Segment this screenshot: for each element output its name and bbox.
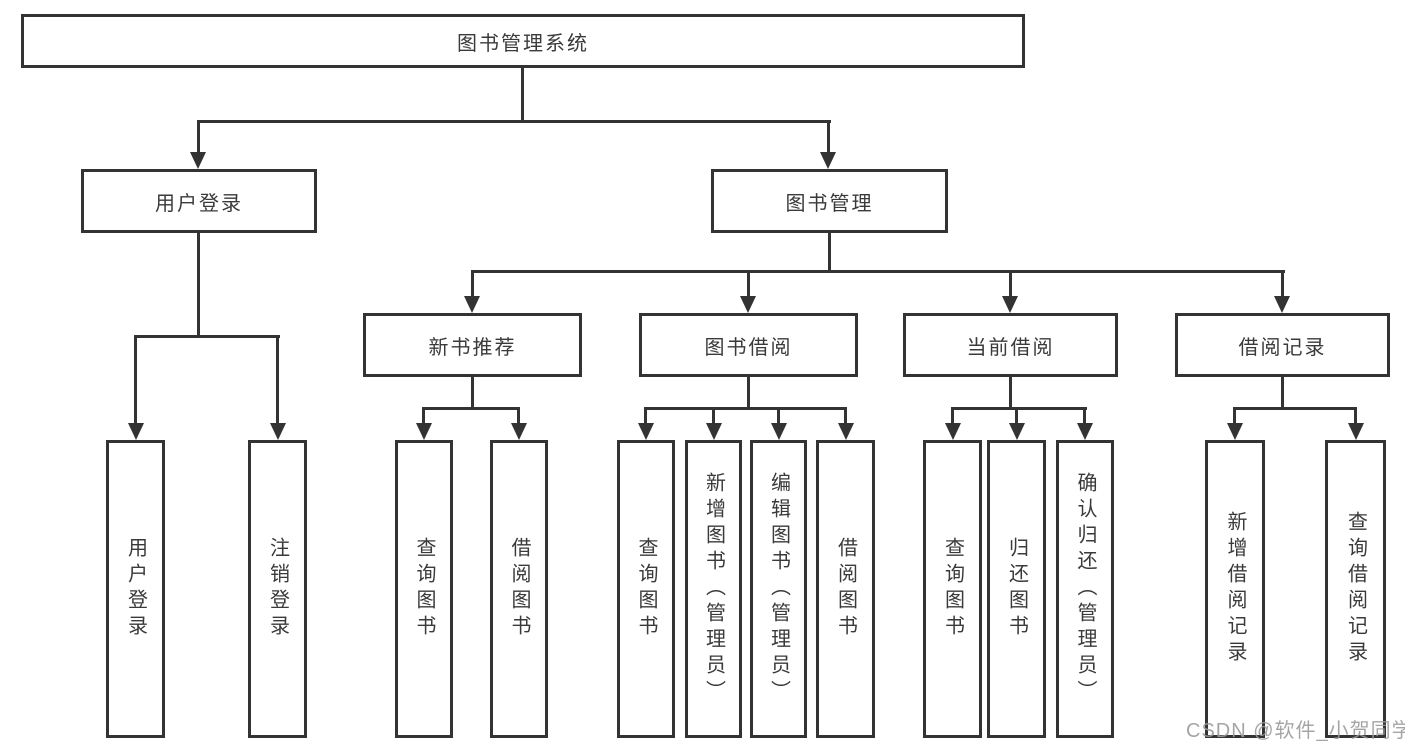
leaf-query-book-borrow-label: 查询图书 <box>635 537 657 641</box>
leaf-borrow-book-recommend-label: 借阅图书 <box>508 537 530 641</box>
leaf-query-book-current: 查询图书 <box>923 440 982 738</box>
node-book-management-label: 图书管理 <box>785 192 874 215</box>
connector-leaf-stem <box>134 335 137 425</box>
connector-root-stem <box>521 68 524 122</box>
node-book-management: 图书管理 <box>711 169 948 233</box>
node-borrow-record: 借阅记录 <box>1175 313 1390 377</box>
leaf-return-book-label: 归还图书 <box>1005 537 1028 641</box>
connector-root-rail <box>197 120 831 123</box>
arrowhead-icon <box>1002 296 1018 313</box>
arrowhead-icon <box>1227 423 1243 440</box>
arrowhead-icon <box>416 423 432 440</box>
watermark: CSDN @软件_小贺同学 <box>1186 720 1405 742</box>
connector-leaf-stem <box>712 407 715 424</box>
leaf-borrow-book-recommend: 借阅图书 <box>490 440 548 738</box>
leaf-query-borrow-record: 查询借阅记录 <box>1325 440 1386 738</box>
node-root: 图书管理系统 <box>21 14 1025 68</box>
connector-book-borrow-rail <box>645 407 847 410</box>
connector-level3-rail <box>471 270 1285 273</box>
leaf-query-book-recommend: 查询图书 <box>395 440 453 738</box>
connector-user-login-rail <box>134 335 280 338</box>
leaf-confirm-return-admin-label: 确认归还（管理员） <box>1074 472 1096 706</box>
connector-new-book-down <box>471 377 474 409</box>
connector-new-book-rail <box>423 407 520 410</box>
arrowhead-icon <box>740 296 756 313</box>
connector-user-login-stem <box>197 120 200 154</box>
arrowhead-icon <box>838 423 854 440</box>
connector-leaf-stem <box>951 407 954 424</box>
connector-leaf-stem <box>1354 407 1357 424</box>
node-new-book-recommend: 新书推荐 <box>363 313 582 377</box>
leaf-edit-book-admin: 编辑图书（管理员） <box>750 440 807 738</box>
arrowhead-icon <box>706 423 722 440</box>
connector-level3-stem <box>1009 270 1012 297</box>
node-current-borrow: 当前借阅 <box>903 313 1118 377</box>
leaf-logout: 注销登录 <box>248 440 307 738</box>
connector-book-management-down <box>828 233 831 272</box>
leaf-add-borrow-record: 新增借阅记录 <box>1205 440 1265 738</box>
node-user-login: 用户登录 <box>81 169 317 233</box>
connector-level3-stem <box>1281 270 1284 297</box>
connector-borrow-record-down <box>1281 377 1284 409</box>
leaf-add-borrow-record-label: 新增借阅记录 <box>1224 511 1246 667</box>
arrowhead-icon <box>464 296 480 313</box>
connector-current-borrow-rail <box>951 407 1087 410</box>
arrowhead-icon <box>1348 423 1364 440</box>
connector-borrow-record-rail <box>1233 407 1357 410</box>
leaf-add-book-admin: 新增图书（管理员） <box>685 440 742 738</box>
arrowhead-icon <box>128 423 144 440</box>
connector-leaf-stem <box>517 407 520 424</box>
arrowhead-icon <box>270 423 286 440</box>
connector-current-borrow-down <box>1009 377 1012 409</box>
connector-book-borrow-down <box>747 377 750 409</box>
arrowhead-icon <box>820 152 836 169</box>
leaf-return-book: 归还图书 <box>987 440 1046 738</box>
connector-leaf-stem <box>1083 407 1086 424</box>
node-book-borrow: 图书借阅 <box>639 313 858 377</box>
arrowhead-icon <box>1009 423 1025 440</box>
arrowhead-icon <box>1274 296 1290 313</box>
arrowhead-icon <box>945 423 961 440</box>
node-borrow-record-label: 借阅记录 <box>1238 336 1327 359</box>
leaf-borrow-book-label: 借阅图书 <box>834 537 857 641</box>
node-new-book-recommend-label: 新书推荐 <box>428 336 517 359</box>
leaf-query-book-borrow: 查询图书 <box>617 440 675 738</box>
leaf-user-login: 用户登录 <box>106 440 165 738</box>
leaf-borrow-book: 借阅图书 <box>816 440 875 738</box>
connector-leaf-stem <box>1015 407 1018 424</box>
connector-leaf-stem <box>276 335 279 425</box>
leaf-logout-label: 注销登录 <box>266 537 289 641</box>
node-user-login-label: 用户登录 <box>155 192 243 215</box>
connector-leaf-stem <box>422 407 425 424</box>
connector-leaf-stem <box>644 407 647 424</box>
connector-book-management-stem <box>827 120 830 154</box>
leaf-query-book-current-label: 查询图书 <box>941 537 964 641</box>
arrowhead-icon <box>511 423 527 440</box>
leaf-user-login-label: 用户登录 <box>124 537 147 641</box>
connector-leaf-stem <box>1233 407 1236 424</box>
leaf-confirm-return-admin: 确认归还（管理员） <box>1056 440 1114 738</box>
node-book-borrow-label: 图书借阅 <box>704 336 793 359</box>
node-root-label: 图书管理系统 <box>457 32 589 55</box>
arrowhead-icon <box>1077 423 1093 440</box>
leaf-add-book-admin-label: 新增图书（管理员） <box>702 472 725 706</box>
leaf-query-borrow-record-label: 查询借阅记录 <box>1344 511 1367 667</box>
connector-user-login-down <box>197 233 200 337</box>
connector-level3-stem <box>747 270 750 297</box>
arrowhead-icon <box>771 423 787 440</box>
arrowhead-icon <box>190 152 206 169</box>
node-current-borrow-label: 当前借阅 <box>966 336 1055 359</box>
connector-leaf-stem <box>844 407 847 424</box>
leaf-query-book-recommend-label: 查询图书 <box>413 537 435 641</box>
connector-level3-stem <box>471 270 474 297</box>
arrowhead-icon <box>638 423 654 440</box>
leaf-edit-book-admin-label: 编辑图书（管理员） <box>767 472 790 706</box>
connector-leaf-stem <box>777 407 780 424</box>
